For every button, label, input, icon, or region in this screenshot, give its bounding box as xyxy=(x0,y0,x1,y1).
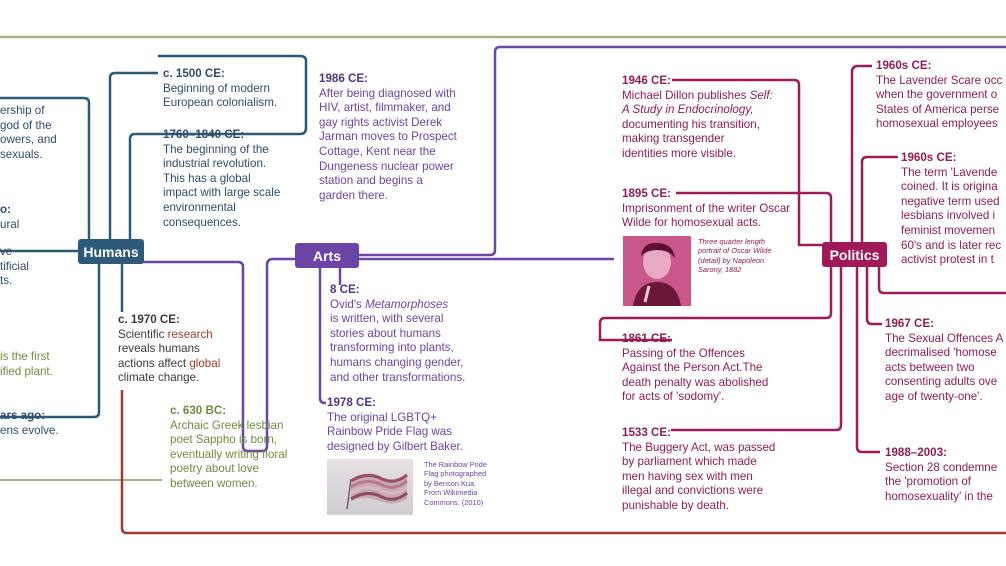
politics-node[interactable]: Politics xyxy=(822,242,887,267)
left-fragment-5: ars ago: ens evolve. xyxy=(0,409,59,437)
oscar-wilde-photo xyxy=(623,236,691,306)
event-1960s-lavender-scare: 1960s CE: The Lavender Scare occ when th… xyxy=(876,59,1003,131)
rainbow-flag-photo xyxy=(327,459,413,515)
event-1978: 1978 CE: The original LGBTQ+ Rainbow Pri… xyxy=(327,396,463,453)
event-1967: 1967 CE: The Sexual Offences A decrimali… xyxy=(885,317,1004,403)
politics-connectors xyxy=(598,64,1006,454)
left-fragment-3: ve tificial ts. xyxy=(0,245,29,288)
rainbow-flag-caption: The Rainbow Pride Flag photographed by B… xyxy=(424,460,487,507)
event-1533: 1533 CE: The Buggery Act, was passed by … xyxy=(622,426,776,512)
event-1946: 1946 CE: Michael Dillon publishes Self: … xyxy=(622,74,773,160)
event-8ce: 8 CE: Ovid's Metamorphoses is written, w… xyxy=(330,283,466,384)
event-1895: 1895 CE: Imprisonment of the writer Osca… xyxy=(622,187,791,230)
climate-change-line xyxy=(120,390,1006,535)
event-1970: c. 1970 CE: Scientific research reveals … xyxy=(118,313,221,385)
left-fragment-2: o: ural xyxy=(0,203,20,231)
humans-node[interactable]: Humans xyxy=(78,239,144,264)
left-fragment-4: is the first ified plant. xyxy=(0,350,53,378)
event-1988: 1988–2003: Section 28 condemne the 'prom… xyxy=(885,446,998,503)
event-1861: 1861 CE: Passing of the Offences Against… xyxy=(622,332,769,404)
event-1986: 1986 CE: After being diagnosed with HIV,… xyxy=(319,72,457,202)
arts-connectors xyxy=(143,45,1006,453)
humans-connectors xyxy=(0,54,308,419)
event-1500: c. 1500 CE: Beginning of modern European… xyxy=(163,67,278,110)
arts-node[interactable]: Arts xyxy=(295,243,359,268)
oscar-wilde-caption: Three quarter length portrait of Oscar W… xyxy=(698,237,772,275)
left-fragment-1: ership of god of the owers, and sexuals. xyxy=(0,104,57,161)
event-1760: 1760–1840 CE: The beginning of the indus… xyxy=(163,128,281,229)
event-630bc: c. 630 BC: Archaic Greek lesbian poet Sa… xyxy=(170,404,288,490)
event-1960s-lavender-term: 1960s CE: The term 'Lavende coined. It i… xyxy=(901,151,1002,267)
